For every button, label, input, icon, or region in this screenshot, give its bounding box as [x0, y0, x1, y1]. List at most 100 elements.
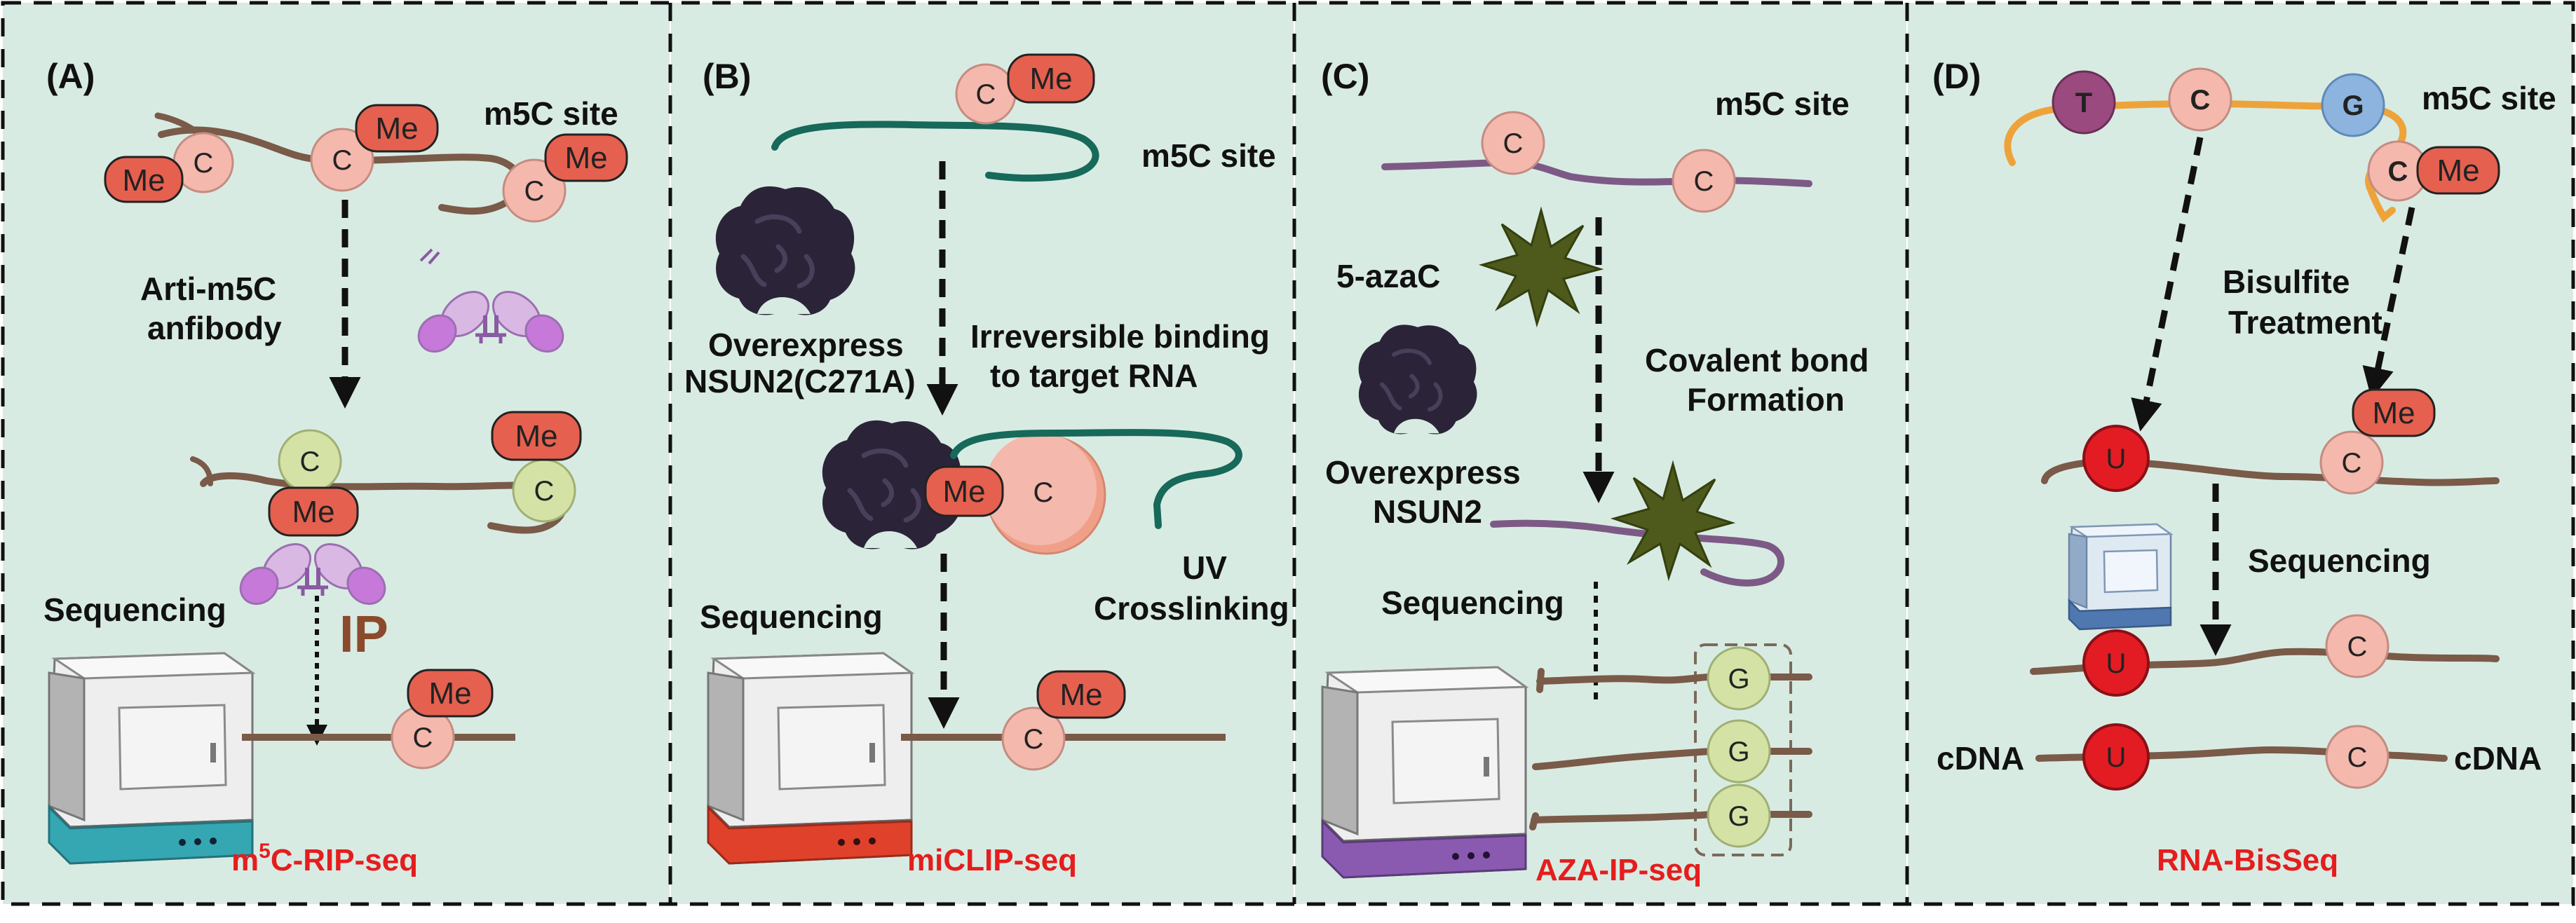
panel-b-binding-line2: to target RNA — [990, 357, 1198, 394]
panel-c-g-2: G — [1707, 719, 1771, 784]
svg-text:Me: Me — [292, 495, 334, 529]
svg-text:Me: Me — [1059, 678, 1102, 712]
panel-a: (A) m5C site C Me C Me C Me Ar — [43, 57, 628, 877]
panel-a-rna-middle — [200, 472, 568, 534]
panel-a-rna-top — [158, 126, 524, 215]
svg-text:Me: Me — [2436, 153, 2479, 188]
panel-b-c-bottom: C — [1001, 706, 1066, 771]
panel-a-me-green-right: Me — [491, 411, 582, 461]
panel-a-me-center: Me — [355, 104, 439, 153]
panel-c-rna-strand-3 — [1529, 811, 1812, 830]
svg-text:C: C — [2388, 156, 2408, 187]
panel-d-label: (D) — [1932, 57, 1981, 96]
panel-c-c-right: C — [1672, 149, 1736, 213]
panel-d-bisulfite-line2: Treatment — [2228, 304, 2382, 341]
svg-text:C: C — [524, 176, 545, 207]
svg-text:G: G — [2342, 90, 2364, 121]
svg-text:C: C — [1024, 724, 1044, 755]
panel-b-c-large: C — [984, 433, 1106, 555]
panel-c: (C) m5C site C C 5-azaC Overexpress NSUN… — [1321, 57, 1869, 887]
panel-d-cdna-left: cDNA — [1937, 740, 2024, 777]
svg-text:C: C — [2347, 742, 2368, 773]
panel-c-covalent-line1: Covalent bond — [1645, 342, 1869, 378]
panel-d-me-top: Me — [2416, 146, 2500, 195]
svg-text:Me: Me — [942, 474, 985, 509]
svg-text:C: C — [332, 145, 353, 176]
svg-text:C: C — [300, 446, 320, 477]
panel-d-arrow-left — [2131, 137, 2204, 432]
panel-a-c-bound-green: C — [278, 429, 342, 493]
panel-a-me-left: Me — [104, 156, 184, 203]
svg-text:C: C — [534, 476, 555, 507]
svg-text:Me: Me — [1029, 62, 1072, 96]
svg-text:Me: Me — [428, 676, 471, 711]
panel-d-u-cdna: U — [2082, 723, 2150, 791]
panel-b-uv-line1: UV — [1182, 549, 1227, 586]
svg-text:U: U — [2106, 648, 2127, 679]
panel-a-rna-middle-stub — [190, 456, 213, 486]
panel-d-sequencer-icon — [2068, 523, 2174, 631]
panel-a-sequencer-icon — [48, 652, 254, 865]
svg-text:Me: Me — [515, 419, 557, 453]
panel-a-me-right: Me — [544, 133, 628, 182]
panel-d-c-methylated: C — [2367, 140, 2429, 202]
panel-a-antibody-label-line2: anfibody — [147, 310, 282, 346]
panel-c-rna-middle — [1490, 519, 1784, 587]
panel-b-site-label: m5C site — [1141, 137, 1276, 174]
panel-c-site-label: m5C site — [1715, 86, 1850, 122]
panel-c-overexpress-line2: NSUN2 — [1373, 493, 1482, 530]
svg-text:C: C — [194, 148, 214, 179]
panel-c-c-left: C — [1481, 111, 1545, 175]
panel-b-rna-top — [771, 121, 1099, 182]
panel-d-t-nucleotide: T — [2052, 70, 2116, 135]
panel-d-u-middle: U — [2082, 425, 2150, 492]
panel-c-rna-strand-2 — [1532, 748, 1812, 770]
svg-text:T: T — [2075, 88, 2092, 118]
panel-a-method-label: m5C-RIP-seq — [231, 840, 418, 877]
panel-d-sequencing-label: Sequencing — [2248, 542, 2431, 579]
panel-c-overexpress-line1: Overexpress — [1325, 454, 1521, 491]
svg-text:U: U — [2106, 742, 2127, 773]
panel-c-g-1: G — [1707, 646, 1771, 711]
dashed-frame — [1, 1, 2575, 906]
svg-text:C: C — [2342, 448, 2362, 479]
panel-b-method-label: miCLIP-seq — [907, 843, 1077, 877]
svg-text:C: C — [1033, 477, 1054, 508]
svg-text:Me: Me — [2372, 396, 2415, 430]
panel-a-ip-label: IP — [339, 605, 388, 663]
svg-text:C: C — [413, 723, 433, 753]
panel-d-me-middle: Me — [2352, 388, 2436, 437]
panel-a-antibody-handle — [419, 248, 440, 265]
panel-d-u-lower: U — [2082, 629, 2150, 697]
panel-b-rna-bound — [950, 429, 1242, 529]
panel-d: (D) m5C site T C G C Me Bisulfite Treatm… — [1932, 57, 2556, 877]
panel-a-sequencing-label: Sequencing — [43, 592, 226, 628]
panel-b-c-top: C — [955, 63, 1017, 125]
panel-a-c-bottom: C — [391, 705, 455, 770]
panel-d-site-label: m5C site — [2422, 80, 2556, 116]
svg-text:C: C — [1503, 128, 1524, 159]
svg-text:U: U — [2106, 444, 2127, 474]
panel-d-cdna-right: cDNA — [2454, 740, 2542, 777]
panel-b-me-top: Me — [1007, 53, 1095, 104]
svg-text:C: C — [2347, 631, 2368, 662]
panel-d-arrow-right — [2362, 207, 2415, 399]
panel-b-label: (B) — [703, 57, 751, 96]
svg-text:G: G — [1728, 737, 1749, 767]
panel-c-g-3: G — [1707, 784, 1771, 848]
panel-c-covalent-line2: Formation — [1687, 381, 1845, 418]
panel-d-c-top: C — [2168, 67, 2232, 132]
svg-text:Me: Me — [375, 111, 418, 146]
svg-text:C: C — [976, 79, 996, 110]
panel-b-me-bound: Me — [924, 465, 1004, 517]
panel-d-c-middle: C — [2319, 430, 2384, 495]
svg-text:C: C — [2190, 85, 2211, 116]
panel-c-sequencing-label: Sequencing — [1381, 584, 1564, 621]
panel-d-c-lower: C — [2325, 614, 2389, 678]
panel-a-c-center: C — [310, 128, 374, 192]
panel-a-antibody-label-line1: Arti-m5C — [140, 271, 276, 307]
panel-b-me-bottom: Me — [1036, 670, 1126, 719]
panel-a-label: (A) — [46, 57, 95, 96]
panel-b-sequencing-label: Sequencing — [700, 599, 883, 635]
